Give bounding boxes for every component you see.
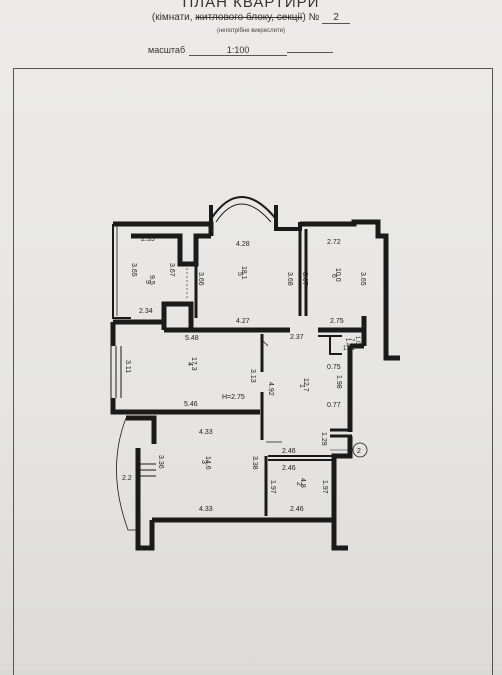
room4-number: 4	[186, 362, 193, 366]
room5-number: 5	[236, 272, 243, 276]
room6-height-right: 3.65	[359, 272, 366, 286]
wall-room2-top	[268, 455, 332, 461]
drawing-frame	[13, 68, 493, 675]
room6-area: 10.0	[334, 268, 341, 282]
document-title: ПЛАН КВАРТИРИ	[182, 0, 320, 11]
wall-row1-bottom	[131, 301, 367, 333]
room4-area: 17.3	[190, 357, 197, 371]
bay-window-arch-inner	[215, 203, 272, 223]
room1-width-b: 0.77	[327, 402, 341, 409]
balcony-room-3-arc	[116, 417, 138, 531]
room7-area: 1.4	[344, 338, 350, 347]
subtitle-part2: ) №	[302, 12, 320, 23]
wall-right-lower	[331, 436, 353, 551]
window-room-3	[140, 463, 156, 477]
room7-number: 7	[348, 338, 354, 342]
room3-height-right: 3.38	[251, 456, 258, 470]
room2-area: 4.8	[299, 478, 306, 488]
wall-room3-left	[135, 448, 155, 551]
plan-labels: 2.35 9 9.5 3.65 3.67 2.34 4.28 5 18.1 3.…	[122, 236, 366, 513]
room1-height-right: 1.98	[335, 375, 342, 389]
room3-width-top: 4.33	[199, 429, 213, 436]
entrance-door-width: 1.29	[320, 432, 327, 446]
room7-height: 1.03	[354, 336, 360, 348]
plan-walls	[110, 196, 400, 551]
room4-ceiling-height: H=2.75	[222, 394, 245, 401]
subtitle-part1: (кімнати,	[151, 12, 196, 23]
room6-number: 6	[330, 274, 337, 278]
room3-area: 14.6	[204, 456, 211, 470]
wall-room3-top	[126, 415, 157, 444]
wall-room-7	[318, 335, 342, 355]
room3-width-bottom: 4.33	[199, 506, 213, 513]
room1-area: 12.7	[302, 378, 309, 392]
door-mark	[261, 339, 282, 443]
room4-height-right: 3.13	[249, 369, 256, 383]
room5-width-bottom: 4.27	[236, 318, 250, 325]
scale-underline	[287, 52, 334, 53]
entrance-marker-number: 2	[357, 448, 361, 455]
bay-walls	[209, 205, 302, 236]
room2-number: 2	[295, 482, 302, 486]
room1-width-a: 0.75	[327, 364, 341, 371]
room9-height-left: 3.65	[130, 263, 137, 277]
window-room-4	[110, 346, 122, 398]
balcony-room-9-outline	[112, 224, 131, 319]
room5-width-top: 4.28	[236, 241, 250, 248]
room6-width-bottom: 2.75	[330, 318, 344, 325]
room2-width-mid: 2.46	[282, 465, 296, 472]
room2-width-bottom: 2.46	[290, 506, 304, 513]
apartment-number: 2	[322, 12, 351, 24]
room5-height-right: 3.68	[286, 272, 293, 286]
room6-height-left: 3.67	[301, 272, 308, 286]
room7-width: 1.41	[343, 346, 355, 352]
balcony-depth: 2.2	[122, 475, 132, 482]
entrance-wall	[330, 428, 352, 438]
wall-left-room-4	[110, 319, 131, 415]
subtitle-struck-text: житлового блоку, секції	[195, 12, 303, 23]
room2-height-right: 1.97	[321, 480, 328, 494]
scale-value: 1:100	[189, 45, 288, 56]
room2-width-top: 2.46	[282, 448, 296, 455]
room1-height-left: 4.92	[267, 382, 274, 396]
wall-room5-room6	[298, 229, 308, 316]
room9-number: 9	[144, 280, 151, 284]
wall-right-upper	[347, 330, 367, 432]
room9-width-bottom: 2.34	[139, 308, 153, 315]
subtitle-note: (непотрібне викреслити)	[216, 28, 286, 34]
room1-number: 1	[298, 384, 305, 388]
room6-width-top: 2.72	[327, 239, 341, 246]
room5-area: 18.1	[240, 266, 247, 280]
room9-area: 9.5	[148, 275, 155, 285]
room9-width-top: 2.35	[141, 236, 155, 243]
scale-label: масштаб	[148, 45, 186, 55]
room4-width-top: 5.48	[185, 335, 199, 342]
room9-height-right: 3.67	[168, 263, 175, 277]
room3-height-left: 3.36	[157, 455, 164, 469]
room4-height-left: 3.11	[124, 360, 131, 373]
room3-number: 3	[200, 460, 207, 464]
room1-width-top: 2.37	[290, 334, 304, 341]
room2-height-left: 1.97	[269, 480, 276, 494]
document-subtitle: (кімнати, житлового блоку, секції) № 2	[0, 12, 502, 24]
room5-height-left: 3.66	[197, 272, 204, 286]
room4-width-bottom: 5.46	[184, 401, 198, 408]
bay-window-arch	[210, 196, 277, 220]
